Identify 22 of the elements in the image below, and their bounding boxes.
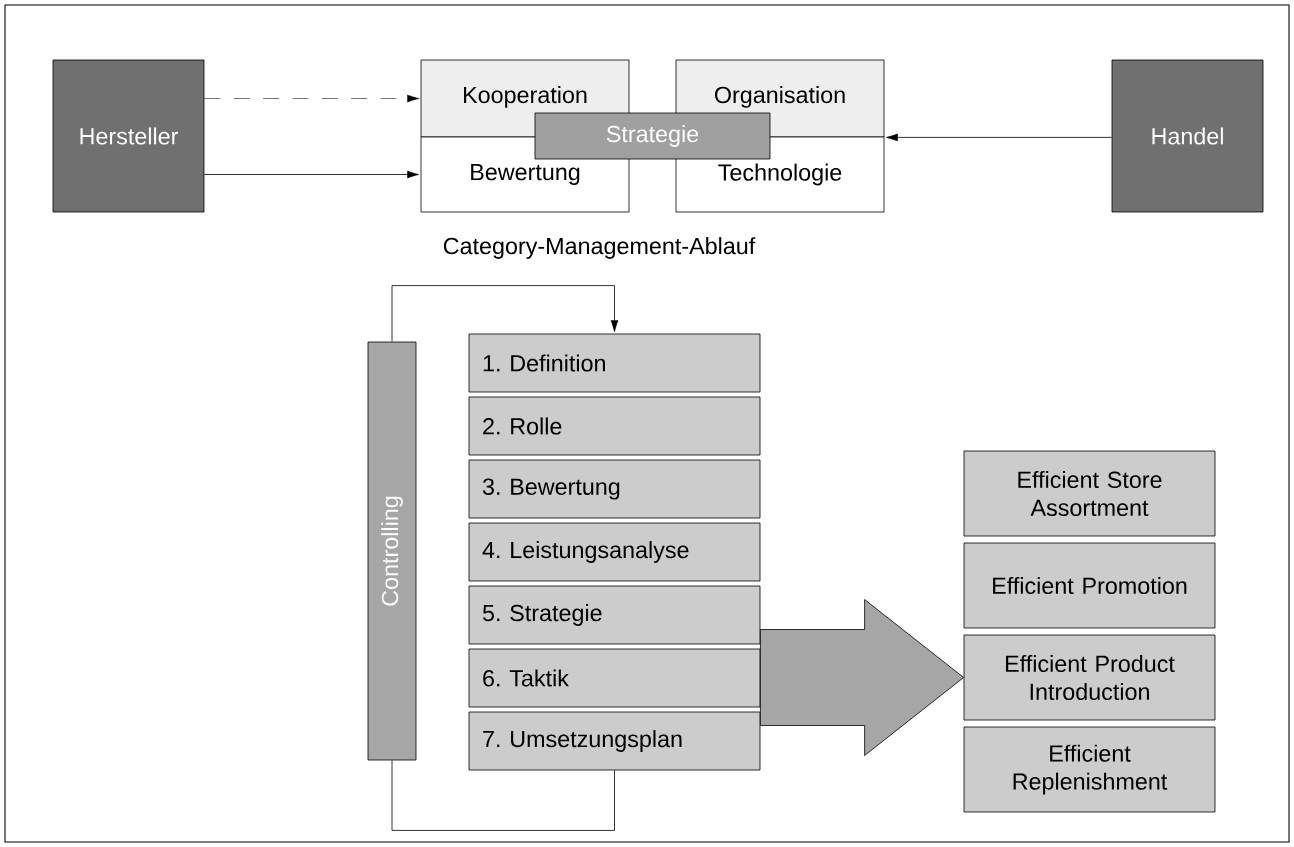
step-box: 5. Strategie [468,585,761,645]
step-box: 1. Definition [468,333,761,393]
step-box: 4. Leistungsanalyse [468,522,761,582]
controlling-bar: Controlling [367,341,417,761]
process-box: Efficient Replenishment [963,726,1216,813]
arrow [204,94,420,103]
block-arrow [760,599,964,756]
process-box: Efficient Store Assortment [963,450,1216,537]
step-box: 2. Rolle [468,396,761,456]
arrow [886,133,1112,142]
step-box: 3. Bewertung [468,459,761,519]
step-box: 7. Umsetzungsplan [468,711,761,771]
step-box: 6. Taktik [468,648,761,708]
process-box: Efficient Promotion [963,542,1216,629]
party-box: Hersteller [52,59,205,213]
process-box: Efficient Product Introduction [963,634,1216,721]
arrow [391,285,619,342]
strategy-bar: Strategie [534,112,771,160]
section-heading: Category-Management-Ablauf [443,237,756,259]
connector-line [391,760,615,831]
party-box: Handel [1111,59,1264,213]
arrow [204,170,419,179]
